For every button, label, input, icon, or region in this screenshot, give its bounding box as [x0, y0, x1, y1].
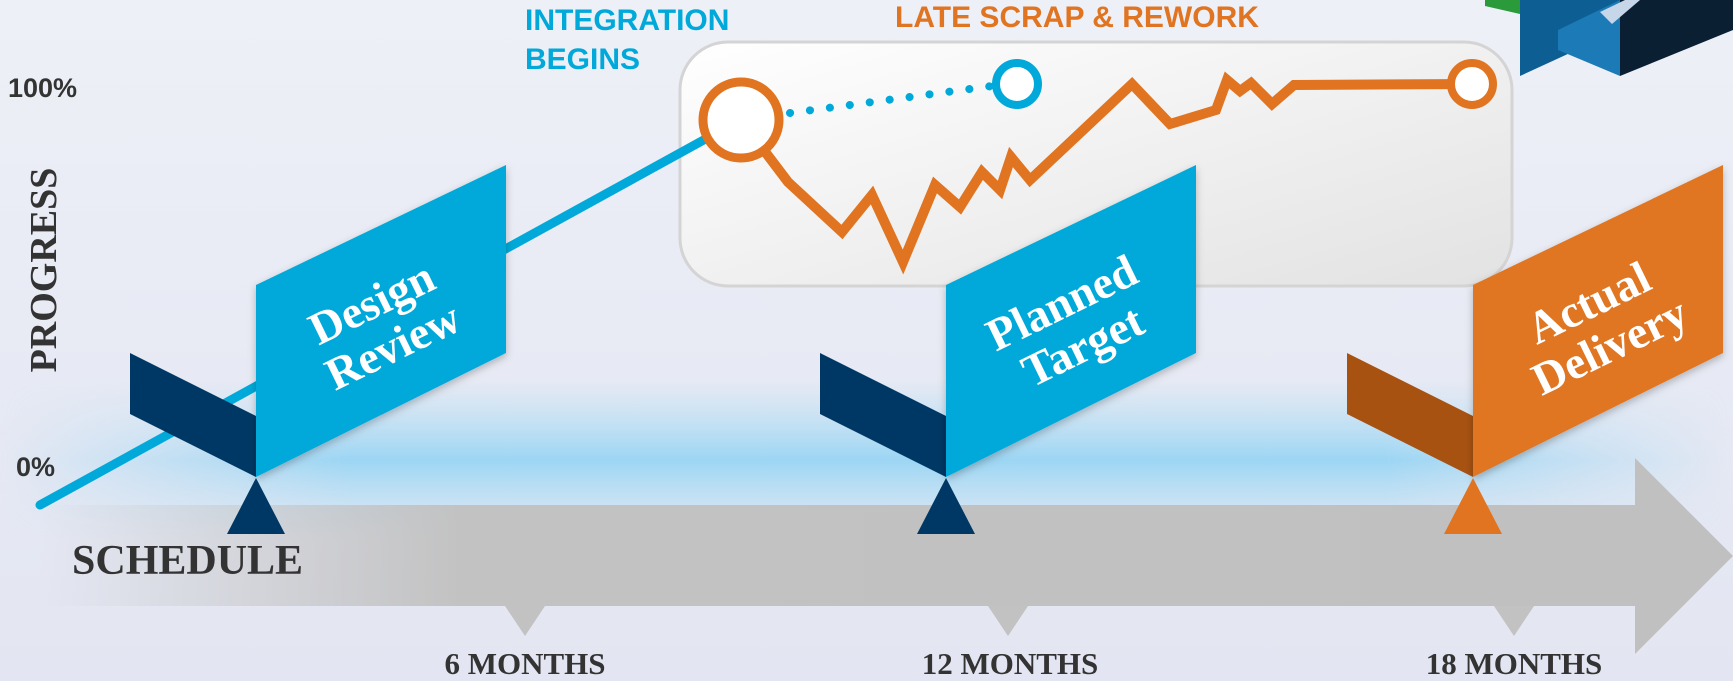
milestone-stand-triangle	[1444, 478, 1502, 534]
month-label-6: 6 MONTHS	[444, 646, 605, 681]
tick-6-months	[505, 606, 545, 636]
integration-circle-marker	[698, 77, 784, 163]
integration-annotation-line1: INTEGRATION	[525, 4, 729, 37]
milestone-actual-delivery: Actual Delivery	[1347, 165, 1723, 534]
actual-end-circle-marker	[1447, 59, 1497, 109]
planned-projection-line	[786, 82, 996, 117]
schedule-arrow	[40, 458, 1733, 654]
y-axis-title: PROGRESS	[23, 168, 65, 373]
y-axis-bottom-label: 0%	[16, 452, 55, 482]
milestone-left-panel	[130, 353, 256, 477]
late-scrap-annotation: LATE SCRAP & REWORK	[895, 1, 1259, 34]
milestone-planned-target: Planned Target	[820, 165, 1196, 534]
integration-annotation-line2: BEGINS	[525, 43, 640, 76]
milestone-flag	[946, 165, 1196, 477]
milestone-stand-triangle	[917, 478, 975, 534]
month-label-12: 12 MONTHS	[922, 646, 1099, 681]
milestone-left-panel	[820, 353, 946, 477]
actual-progress-line	[736, 71, 1477, 275]
milestone-design-review: Design Review	[130, 165, 506, 534]
x-axis-title: SCHEDULE	[72, 538, 303, 584]
month-label-18: 18 MONTHS	[1426, 646, 1603, 681]
milestone-flag	[256, 165, 506, 477]
tick-12-months	[988, 606, 1028, 636]
milestone-stand-triangle	[227, 478, 285, 534]
milestone-flag	[1473, 165, 1723, 477]
corner-logo-icon	[1485, 0, 1733, 76]
tick-18-months	[1494, 606, 1534, 636]
planned-end-circle-marker	[992, 59, 1042, 109]
milestone-left-panel	[1347, 353, 1473, 477]
y-axis-top-label: 100%	[8, 73, 77, 103]
